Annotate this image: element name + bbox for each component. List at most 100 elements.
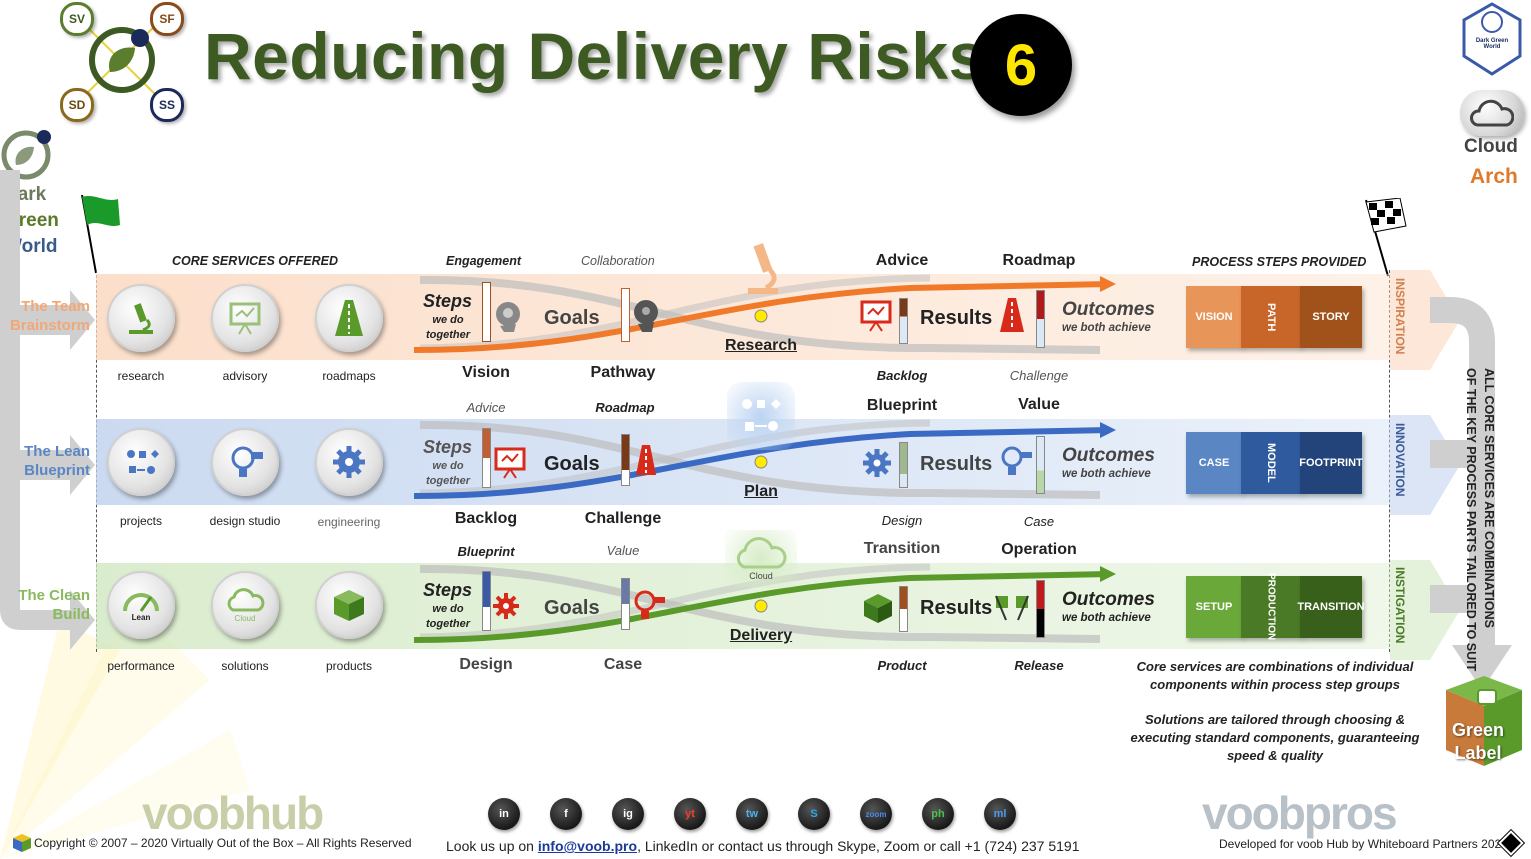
head-gear-icon xyxy=(634,300,658,332)
note-1: Core services are combinations of indivi… xyxy=(1120,658,1430,694)
logo-ss: SS xyxy=(150,88,184,122)
side-label-instigation: INSTIGATION xyxy=(1393,567,1407,644)
certified-badge-text: Dark Green World xyxy=(1475,38,1509,50)
wp-diamond-icon xyxy=(1498,830,1524,856)
email-link[interactable]: info@voob.pro xyxy=(537,838,638,854)
flow-icon[interactable] xyxy=(107,428,175,496)
puzzle-production: PRODUCTION xyxy=(1241,573,1301,641)
steps-label: Steps xyxy=(423,580,473,600)
progress-gauge xyxy=(899,442,908,488)
puzzle-footprint: FOOTPRINT xyxy=(1299,432,1363,494)
microscope-icon[interactable] xyxy=(107,284,175,352)
side-label-inspiration: INSPIRATION xyxy=(1393,278,1407,355)
row-label-team: The Team Brainstorm xyxy=(0,297,90,335)
label-product: Product xyxy=(877,658,927,673)
service-label: products xyxy=(325,659,373,673)
outcomes-sub: we both achieve xyxy=(1062,612,1151,624)
cloud-icon[interactable]: Cloud xyxy=(211,571,279,639)
box-icon[interactable] xyxy=(315,571,383,639)
service-label: performance xyxy=(107,659,175,673)
facebook-icon[interactable]: f xyxy=(550,798,582,830)
label-advice-top: Advice xyxy=(466,400,506,415)
label-release: Release xyxy=(1014,658,1064,673)
skype-icon[interactable]: S xyxy=(798,798,830,830)
label-vision: Vision xyxy=(462,364,510,381)
label-engagement: Engagement xyxy=(446,254,522,268)
green-label-line2: Label xyxy=(1454,743,1502,763)
label-advice: Advice xyxy=(875,252,929,269)
service-label: solutions xyxy=(221,659,269,673)
logo-sv: SV xyxy=(60,2,94,36)
twitter-icon[interactable]: tw xyxy=(736,798,768,830)
row-label-clean-2: Build xyxy=(52,606,91,623)
progress-gauge xyxy=(1036,290,1045,348)
process-steps-header: PROCESS STEPS PROVIDED xyxy=(1192,255,1367,269)
row-label-lean-1: The Lean xyxy=(24,443,90,460)
goals-label: Goals xyxy=(544,307,600,329)
steps-sub: we do together xyxy=(418,459,478,489)
voobhub-logo: voobhub xyxy=(142,787,324,839)
start-flag-icon xyxy=(81,195,120,274)
label-roadmap: Roadmap xyxy=(1002,252,1076,269)
service-label: roadmaps xyxy=(322,369,376,383)
presentation-icon[interactable] xyxy=(211,284,279,352)
certified-badge-icon xyxy=(1462,2,1522,76)
note-1-line2: components within process step groups xyxy=(1150,677,1400,692)
zoom-icon[interactable]: zoom xyxy=(860,798,892,830)
progress-gauge xyxy=(621,288,630,342)
puzzle-story: STORY xyxy=(1300,286,1362,348)
label-blueprint-top: Blueprint xyxy=(457,544,515,559)
gear-icon[interactable] xyxy=(315,428,383,496)
steps-label: Steps xyxy=(423,437,473,457)
road-red-icon xyxy=(1000,298,1024,332)
outcomes-sub: we both achieve xyxy=(1062,322,1151,334)
road-icon[interactable] xyxy=(315,284,383,352)
presentation-red-icon xyxy=(860,300,892,332)
center-plan[interactable]: Plan xyxy=(744,483,778,500)
phone-icon[interactable]: ph xyxy=(922,798,954,830)
row-label-clean: The Clean Build xyxy=(0,586,90,624)
label-design-bottom: Design xyxy=(459,656,513,673)
label-collaboration: Collaboration xyxy=(581,254,655,268)
puzzle-vision: VISION xyxy=(1186,286,1242,348)
box-green-icon xyxy=(864,594,892,623)
contact-line: Look us up on info@voob.pro, LinkedIn or… xyxy=(446,838,1080,854)
linkedin-icon[interactable]: in xyxy=(488,798,520,830)
cloud-center-label: Cloud xyxy=(749,571,773,581)
puzzle-transition: TRANSITION xyxy=(1297,576,1365,638)
youtube-icon[interactable]: yt xyxy=(674,798,706,830)
puzzle-path: PATH xyxy=(1241,286,1301,348)
email-icon[interactable]: ml xyxy=(984,798,1016,830)
contact-suffix: , LinkedIn or contact us through Skype, … xyxy=(637,838,1080,854)
arch-label: Arch xyxy=(1470,165,1518,188)
speedometer-icon[interactable]: Lean xyxy=(107,571,175,639)
outcomes-label: Outcomes xyxy=(1062,299,1155,320)
progress-gauge xyxy=(482,282,491,342)
logo-sd: SD xyxy=(60,88,94,122)
center-delivery[interactable]: Delivery xyxy=(729,627,793,644)
service-label: advisory xyxy=(222,369,268,383)
steps-sub: we do together xyxy=(418,313,478,343)
instagram-icon[interactable]: ig xyxy=(612,798,644,830)
service-label: design studio xyxy=(209,514,281,528)
green-label-text: Green Label xyxy=(1448,719,1508,765)
goals-label: Goals xyxy=(544,597,600,619)
label-backlog: Backlog xyxy=(876,368,928,383)
note-2-line1: Solutions are tailored through choosing … xyxy=(1144,712,1405,727)
puzzle-model: MODEL xyxy=(1241,432,1301,494)
gear-red-icon xyxy=(493,593,519,619)
lightbulb-icon[interactable] xyxy=(211,428,279,496)
label-transition: Transition xyxy=(863,540,941,557)
goals-label: Goals xyxy=(544,453,600,475)
outcomes-sub: we both achieve xyxy=(1062,468,1151,480)
steps-sub-1: we do xyxy=(432,314,464,326)
results-label: Results xyxy=(920,453,993,475)
note-2: Solutions are tailored through choosing … xyxy=(1120,711,1430,765)
label-pathway: Pathway xyxy=(590,364,656,381)
puzzle-setup: SETUP xyxy=(1186,576,1242,638)
label-roadmap-top: Roadmap xyxy=(595,400,655,415)
lightbulb-red-icon xyxy=(634,590,665,619)
progress-gauge xyxy=(1036,580,1045,638)
center-research[interactable]: Research xyxy=(724,337,798,354)
service-label: engineering xyxy=(317,515,381,529)
